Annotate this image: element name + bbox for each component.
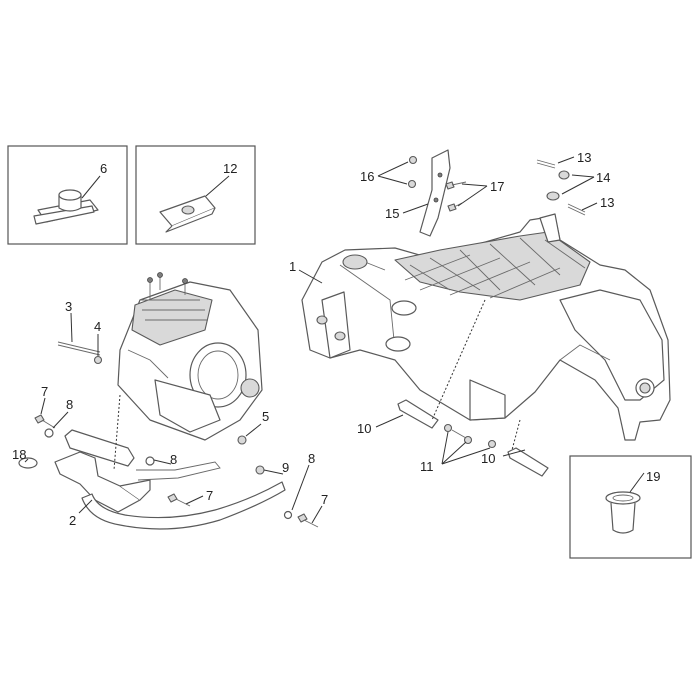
washer-part-8-right [283, 510, 293, 520]
link-part-10-left [397, 399, 439, 429]
bolt-part-7-left [34, 414, 56, 429]
inset-box-part-12 [135, 145, 256, 245]
callout-2: 2 [69, 513, 76, 528]
cylinder-head-studs [147, 272, 188, 300]
callout-6: 6 [100, 161, 107, 176]
clip-nut-part-6 [33, 189, 99, 225]
washer-part-8-left [44, 428, 54, 438]
callout-19: 19 [646, 469, 660, 484]
link-part-10-right [507, 447, 549, 477]
bushings-part-14 [546, 170, 570, 201]
bolt-part-7-right [297, 513, 319, 528]
bolt-part-7-middle [167, 493, 191, 507]
bolts-part-17 [445, 181, 467, 212]
engine-assembly [117, 272, 263, 441]
callout-12: 12 [223, 161, 237, 176]
callout-13-bottom: 13 [600, 195, 614, 210]
stud-part-3 [57, 341, 101, 356]
callout-15: 15 [385, 206, 399, 221]
leader-lines [24, 156, 645, 524]
washer-part-8-middle [145, 456, 155, 466]
callout-1: 1 [289, 259, 296, 274]
speed-nut-part-12 [159, 195, 216, 233]
callout-7-right: 7 [321, 492, 328, 507]
callout-8-left: 8 [66, 397, 73, 412]
callout-7-middle: 7 [206, 488, 213, 503]
nuts-part-16 [407, 155, 418, 189]
bracket-part-15 [419, 149, 451, 237]
callout-17: 17 [490, 179, 504, 194]
nut-part-4 [93, 355, 103, 365]
pins-part-13 [536, 159, 586, 216]
bolts-part-11 [443, 423, 497, 449]
callout-8-right: 8 [308, 451, 315, 466]
callout-7-left: 7 [41, 384, 48, 399]
nut-part-5 [237, 435, 247, 445]
callout-11: 11 [420, 459, 434, 474]
callout-9: 9 [282, 460, 289, 475]
callout-14: 14 [596, 170, 610, 185]
engine-cradle-part-2 [54, 429, 286, 530]
callout-labels: 6 12 1 3 4 5 7 8 18 8 7 2 9 8 7 16 17 15… [12, 150, 660, 528]
callout-18: 18 [12, 447, 26, 462]
callout-8-middle: 8 [170, 452, 177, 467]
inset-box-part-6 [7, 145, 128, 245]
callout-16: 16 [360, 169, 374, 184]
callout-3: 3 [65, 299, 72, 314]
main-frame-part-1 [301, 213, 671, 441]
callout-10-right: 10 [481, 451, 495, 466]
callout-5: 5 [262, 409, 269, 424]
nut-part-9 [255, 465, 265, 475]
callout-4: 4 [94, 319, 101, 334]
callout-10-left: 10 [357, 421, 371, 436]
grommet-part-18 [18, 457, 38, 469]
bushing-part-19 [605, 491, 641, 534]
inset-box-part-19 [569, 455, 692, 559]
callout-13-top: 13 [577, 150, 591, 165]
